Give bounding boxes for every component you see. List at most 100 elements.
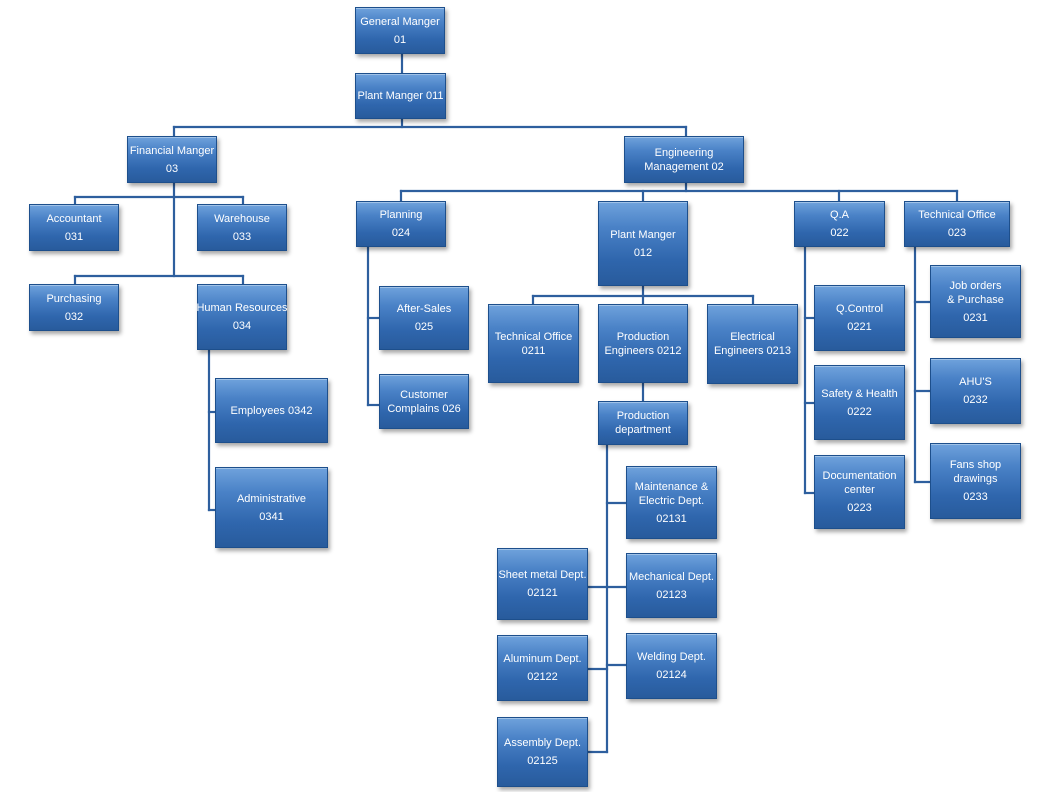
node-label-line: 024 [391,227,411,239]
node-ahus[interactable]: AHU'S 0232 [930,358,1021,424]
node-label-line: General Manger [360,15,440,28]
node-welding[interactable]: Welding Dept. 02124 [626,633,717,699]
node-label-line: Complains 026 [387,402,461,415]
node-label-line: Technical Office [918,209,996,221]
node-label-line: 023 [947,227,967,239]
node-label-line: Documentation [822,470,897,482]
node-q-control[interactable]: Q.Control 0221 [814,285,905,351]
node-label-line: Purchasing [46,292,102,305]
node-label-line: 0233 [963,491,988,503]
node-mechanical[interactable]: Mechanical Dept. 02123 [626,553,717,618]
node-general-manager[interactable]: General Manger 01 [355,7,445,54]
node-label-line: 02124 [656,669,687,681]
node-label-line: 0221 [847,321,872,333]
node-label-line: 0341 [259,510,284,523]
node-label-line: Sheet metal Dept. [498,569,587,581]
node-label-line: Fans shop [949,459,1002,471]
node-plant-manager-012[interactable]: Plant Manger 012 [598,201,688,286]
node-technical-office-023[interactable]: Technical Office 023 [904,201,1010,247]
node-label-line: Engineers 0213 [713,345,792,357]
node-label-line: Financial Manger [129,144,215,157]
node-label-line: 02123 [656,588,687,601]
node-label-line: 012 [633,246,653,259]
node-maintenance-electric[interactable]: Maintenance &Electric Dept. 02131 [626,466,717,539]
node-label-line: Plant Manger [610,228,676,241]
node-employees[interactable]: Employees 0342 [215,378,328,443]
node-label-line: 025 [414,321,434,333]
node-label-line: department [615,424,671,436]
node-purchasing[interactable]: Purchasing 032 [29,284,119,331]
node-label-line: Plant Manger 011 [357,90,444,102]
node-human-resources[interactable]: Human Resources 034 [196,284,288,350]
node-label-line: Engineers 0212 [604,344,682,357]
node-label-line: Human Resources [196,302,288,314]
node-label-line: Job orders [949,279,1002,292]
node-label-line: 0222 [847,405,872,418]
node-label-line: Electrical [730,331,775,343]
node-job-orders[interactable]: Job orders& Purchase 0231 [930,265,1021,338]
node-label-line: Q.A [830,209,849,221]
node-label-line: 033 [232,230,252,243]
node-label-line: Planning [379,209,423,221]
node-label-line: drawings [953,473,998,485]
node-label-line: Production [616,410,670,422]
node-label-line: Welding Dept. [637,651,706,663]
node-label-line: Assembly Dept. [503,737,582,749]
node-label-line: Aluminum Dept. [503,653,582,665]
node-label-line: AHU'S [959,376,992,388]
node-label-line: 032 [64,310,84,323]
node-label-line: 0223 [847,502,872,514]
node-label-line: Technical Office [494,330,573,343]
node-production-department[interactable]: Production department [598,401,688,445]
node-label-line: & Purchase [947,293,1004,306]
node-safety-health[interactable]: Safety & Health 0222 [814,365,905,440]
node-label-line: Warehouse [214,212,270,225]
node-label-line: Employees 0342 [230,404,313,417]
node-label-line: Engineering [654,146,714,159]
node-warehouse[interactable]: Warehouse 033 [197,204,287,251]
node-aluminum[interactable]: Aluminum Dept. 02122 [497,635,588,701]
node-label-line: 02131 [656,512,687,525]
node-label-line: center [844,484,875,496]
node-label-line: Electric Dept. [638,494,705,507]
node-label-line: Q.Control [835,303,884,315]
node-planning[interactable]: Planning 024 [356,201,446,247]
node-assembly[interactable]: Assembly Dept. 02125 [497,717,588,787]
node-label-line: 01 [393,33,407,46]
node-label-line: Safety & Health [821,387,898,400]
node-label-line: 0211 [521,344,546,357]
node-qa[interactable]: Q.A 022 [794,201,885,247]
node-fans-shop[interactable]: Fans shop drawings 0233 [930,443,1021,519]
node-label-line: 02121 [527,587,558,599]
node-label-line: 034 [232,320,252,332]
node-plant-manager-011[interactable]: Plant Manger 011 [355,73,446,119]
node-label-line: Production [616,330,670,343]
node-label-line: 031 [64,230,84,243]
node-documentation-center[interactable]: Documentation center 0223 [814,455,905,529]
node-administrative[interactable]: Administrative 0341 [215,467,328,548]
node-accountant[interactable]: Accountant 031 [29,204,119,251]
node-label-line: Accountant [46,212,102,225]
node-label-line: Maintenance & [634,480,709,493]
node-label-line: Management 02 [644,160,724,173]
node-after-sales[interactable]: After-Sales 025 [379,286,469,350]
node-label-line: 0231 [963,311,988,324]
node-label-line: Administrative [236,492,307,505]
node-sheet-metal[interactable]: Sheet metal Dept. 02121 [497,548,588,620]
node-label-line: 022 [830,227,849,239]
node-label-line: Mechanical Dept. [629,570,714,583]
node-financial-manager[interactable]: Financial Manger 03 [127,136,217,183]
node-label-line: 0232 [963,394,988,406]
node-label-line: 02125 [527,755,558,767]
node-label-line: 03 [165,162,179,175]
node-label-line: After-Sales [396,303,452,315]
node-label-line: Customer [400,388,448,401]
node-label-line: 02122 [527,671,558,683]
